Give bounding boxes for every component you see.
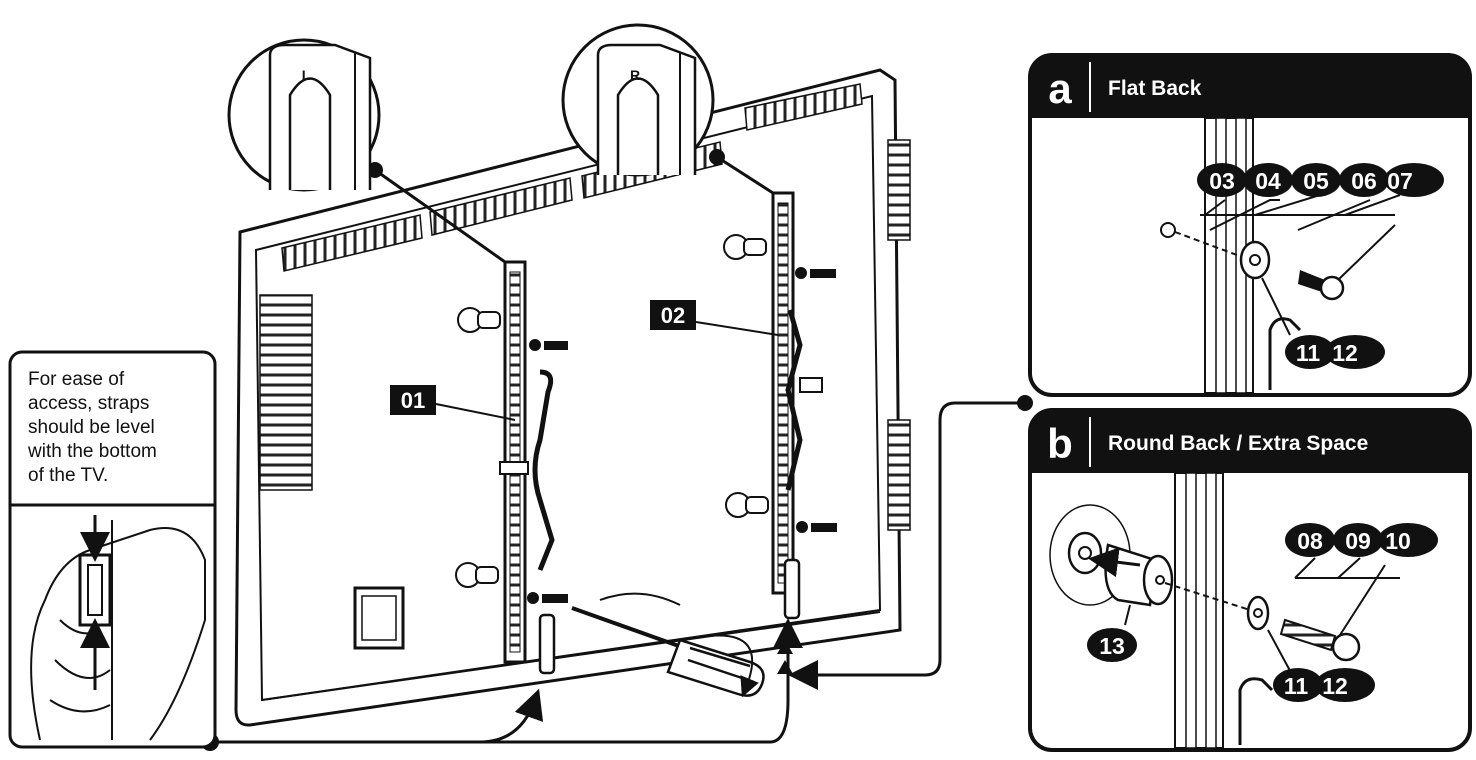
svg-text:13: 13 bbox=[1099, 633, 1125, 659]
note-line-5: of the TV. bbox=[28, 465, 108, 486]
panel-b-part-labels: 08 09 10 bbox=[1285, 523, 1438, 557]
note-line-4: with the bottom bbox=[27, 441, 157, 462]
panel-b-round-back: b Round Back / Extra Space 08 09 bbox=[1028, 408, 1472, 752]
panel-a-title: Flat Back bbox=[1108, 77, 1202, 100]
svg-text:08: 08 bbox=[1297, 528, 1323, 554]
svg-text:12: 12 bbox=[1332, 340, 1358, 366]
panel-b-spacer-label: 13 bbox=[1087, 628, 1137, 662]
svg-text:11: 11 bbox=[1296, 340, 1321, 366]
callout-01: 01 bbox=[390, 385, 516, 421]
panel-a-flat-back: a Flat Back 03 04 05 06 07 bbox=[1028, 53, 1472, 397]
hand-strap-illustration bbox=[30, 515, 206, 741]
panel-a-letter: a bbox=[1048, 65, 1072, 112]
right-bracket bbox=[771, 191, 823, 620]
callout-02: 02 bbox=[650, 300, 779, 336]
svg-text:02: 02 bbox=[661, 303, 685, 328]
note-line-3: should be level bbox=[28, 417, 155, 438]
svg-text:01: 01 bbox=[401, 388, 425, 413]
svg-text:09: 09 bbox=[1345, 528, 1371, 554]
right-tab-letter: R bbox=[630, 67, 640, 83]
zoom-right-tab: R bbox=[561, 23, 774, 195]
panel-a-washer-labels: 11 12 bbox=[1285, 335, 1385, 369]
panel-b-letter: b bbox=[1047, 420, 1073, 467]
svg-text:11: 11 bbox=[1284, 673, 1309, 699]
svg-text:10: 10 bbox=[1385, 528, 1411, 554]
panel-b-title: Round Back / Extra Space bbox=[1108, 432, 1368, 455]
mounting-hardware bbox=[455, 234, 837, 604]
zoom-left-tab: L bbox=[227, 38, 506, 264]
panel-b-washer-labels: 11 12 bbox=[1273, 668, 1375, 702]
left-bracket bbox=[499, 260, 556, 675]
panel-a-part-labels: 03 04 05 06 07 bbox=[1197, 163, 1444, 197]
svg-text:04: 04 bbox=[1255, 168, 1281, 194]
svg-text:07: 07 bbox=[1387, 168, 1413, 194]
screwdriver bbox=[571, 606, 765, 698]
note-line-1: For ease of bbox=[28, 369, 125, 390]
note-box: For ease of access, straps should be lev… bbox=[8, 350, 217, 749]
svg-text:03: 03 bbox=[1209, 168, 1235, 194]
note-line-2: access, straps bbox=[28, 393, 149, 414]
svg-text:05: 05 bbox=[1303, 168, 1329, 194]
svg-text:12: 12 bbox=[1322, 673, 1348, 699]
svg-text:06: 06 bbox=[1351, 168, 1377, 194]
left-tab-letter: L bbox=[302, 67, 311, 83]
